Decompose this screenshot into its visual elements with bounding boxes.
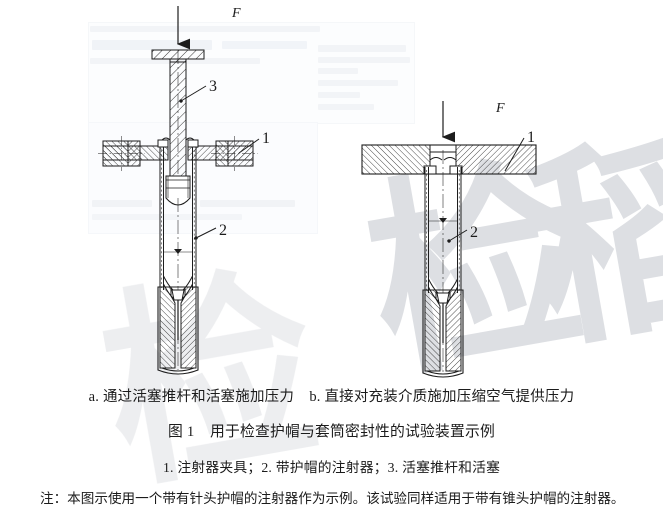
figure-note: 注：本图示使用一个带有针头护帽的注射器作为示例。该试验同样适用于带有锥头护帽的注… xyxy=(0,489,663,509)
fixture-plate-left-b xyxy=(361,144,431,175)
ghost-footer-row-3 xyxy=(92,214,242,220)
ghost-sidebar-row-6 xyxy=(318,104,374,110)
ghost-footer-row-1 xyxy=(92,200,152,207)
needle-cap-left-a xyxy=(159,286,176,369)
leader-2-a xyxy=(194,227,217,240)
port-fillet-right-b xyxy=(443,157,457,161)
port-fillet-left-b xyxy=(429,157,443,161)
ghost-sidebar-row-4 xyxy=(318,80,398,86)
diagram-b-group xyxy=(361,101,537,378)
force-label-b: F xyxy=(495,101,505,116)
needle-cap-right-a xyxy=(180,286,197,369)
needle-a xyxy=(177,294,179,340)
figure-captions: a. 通过活塞推杆和活塞施加压力 b. 直接对充装介质施加压缩空气提供压力 图 … xyxy=(0,384,663,475)
callout-leaders-b xyxy=(447,137,525,243)
ghost-sidebar-row-3 xyxy=(318,68,358,74)
syringe-flange-right-a xyxy=(187,139,199,148)
ghost-toolbar-row xyxy=(90,26,320,32)
subcaption-line: a. 通过活塞推杆和活塞施加压力 b. 直接对充装介质施加压缩空气提供压力 xyxy=(88,389,575,405)
figure-title: 图 1 用于检查护帽与套筒密封性的试验装置示例 xyxy=(167,423,496,440)
ghost-heading-left xyxy=(92,40,212,50)
callout-leaders-a xyxy=(179,85,260,240)
syringe-flange-fillet-left-a xyxy=(161,137,171,141)
ghost-sidebar-row-1 xyxy=(318,45,406,52)
needle-b xyxy=(442,297,444,343)
ghost-sidebar-row-2 xyxy=(318,57,410,63)
callout-1-a: 1 xyxy=(262,130,270,147)
needle-cap-left-b xyxy=(424,289,441,372)
callout-3-a: 3 xyxy=(209,78,217,95)
needle-cap-base-a xyxy=(161,367,195,372)
syringe-flange-fillet-right-a xyxy=(185,137,195,141)
fill-marker-b xyxy=(439,218,447,223)
leader-1-a xyxy=(238,138,260,154)
needle-cap-outline-b xyxy=(422,289,464,378)
leader-1-b xyxy=(504,137,525,172)
needle-cap-base-b xyxy=(426,370,460,375)
force-label-a: F xyxy=(231,6,241,21)
callout-2-b: 2 xyxy=(470,224,478,241)
fixture-plate-right-b xyxy=(455,144,537,175)
needle-cap-outline-a xyxy=(157,286,199,375)
fill-marker-a xyxy=(174,249,182,254)
syringe-barrel-a xyxy=(159,147,197,290)
seal-seat-left-b xyxy=(423,165,437,175)
ghost-footer-row-2 xyxy=(200,200,295,207)
ghost-sidebar-row-5 xyxy=(318,92,360,98)
piston-stopper-a xyxy=(165,175,191,206)
leader-3-a xyxy=(179,85,207,103)
syringe-barrel-b xyxy=(424,167,462,293)
callout-2-a: 2 xyxy=(219,222,227,239)
needle-cap-right-b xyxy=(445,289,462,372)
callout-1-b: 1 xyxy=(527,129,535,146)
leader-2-b xyxy=(447,229,468,243)
ghost-heading-right xyxy=(222,41,307,49)
diagram-a-group xyxy=(98,6,260,375)
luer-cone-b xyxy=(436,292,450,304)
seal-seat-right-b xyxy=(449,165,463,175)
fixture-plate-outline-b xyxy=(361,144,537,175)
note-text: 注：本图示使用一个带有针头护帽的注射器作为示例。该试验同样适用于带有锥头护帽的注… xyxy=(40,491,625,506)
syringe-flange-left-a xyxy=(157,139,169,148)
figure-legend: 1. 注射器夹具；2. 带护帽的注射器；3. 活塞推杆和活塞 xyxy=(162,460,501,476)
luer-cone-a xyxy=(171,289,185,301)
